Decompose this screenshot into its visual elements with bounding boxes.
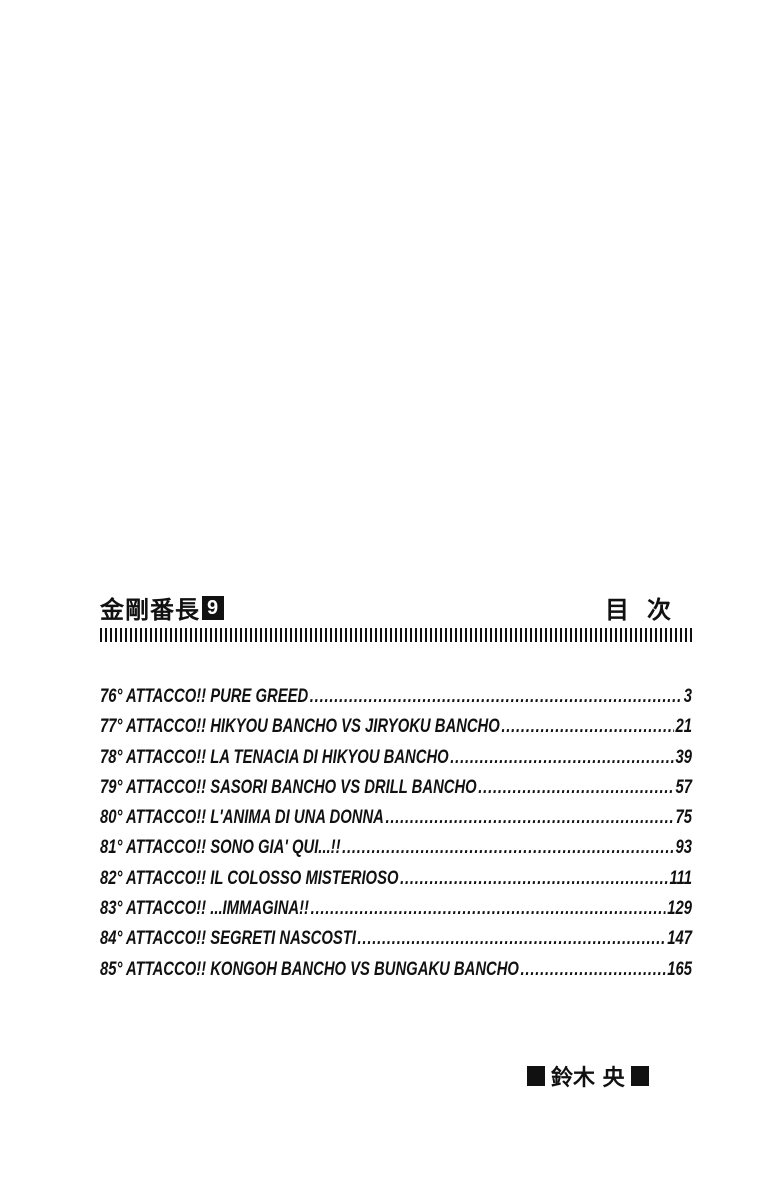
dot-leader	[521, 959, 666, 981]
series-title-text: 金剛番長	[100, 596, 200, 624]
toc-entry: 79° ATTACCO!! SASORI BANCHO VS DRILL BAN…	[100, 777, 692, 807]
toc-entry: 78° ATTACCO!! LA TENACIA DI HIKYOU BANCH…	[100, 747, 692, 777]
entry-page: 57	[675, 776, 693, 798]
entry-title: 78° ATTACCO!! LA TENACIA DI HIKYOU BANCH…	[100, 746, 449, 768]
dot-leader	[478, 777, 674, 799]
entry-page: 39	[675, 746, 693, 768]
dot-leader	[385, 807, 674, 829]
dot-leader	[310, 686, 682, 708]
toc-list: 76° ATTACCO!! PURE GREED 3 77° ATTACCO!! H…	[100, 686, 692, 989]
dot-leader	[450, 747, 674, 769]
entry-page: 147	[667, 928, 693, 950]
toc-entry: 76° ATTACCO!! PURE GREED 3	[100, 686, 692, 716]
dot-leader	[342, 837, 674, 859]
square-bullet-icon	[630, 1066, 649, 1086]
decorative-divider	[100, 628, 692, 642]
entry-page: 3	[683, 686, 693, 707]
dot-leader	[501, 716, 674, 738]
toc-entry: 83° ATTACCO!! ...IMMAGINA!! 129	[100, 898, 692, 928]
entry-title: 82° ATTACCO!! IL COLOSSO MISTERIOSO	[100, 867, 399, 889]
toc-entry: 84° ATTACCO!! SEGRETI NASCOSTI 147	[100, 928, 692, 958]
entry-title: 79° ATTACCO!! SASORI BANCHO VS DRILL BAN…	[100, 776, 477, 798]
square-bullet-icon	[527, 1066, 545, 1086]
dot-leader	[400, 868, 668, 890]
entry-title: 85° ATTACCO!! KONGOH BANCHO VS BUNGAKU B…	[100, 958, 519, 980]
entry-title: 81° ATTACCO!! SONO GIA' QUI...!!	[100, 837, 341, 859]
series-title: 金剛番長 9	[100, 590, 224, 625]
toc-entry: 81° ATTACCO!! SONO GIA' QUI...!! 93	[100, 837, 692, 867]
dot-leader	[358, 928, 666, 950]
toc-label: 目次	[605, 596, 689, 624]
author: 鈴木 央	[527, 1060, 649, 1092]
toc-entry: 80° ATTACCO!! L'ANIMA DI UNA DONNA 75	[100, 807, 692, 837]
toc-entry: 77° ATTACCO!! HIKYOU BANCHO VS JIRYOKU B…	[100, 716, 692, 746]
entry-title: 84° ATTACCO!! SEGRETI NASCOSTI	[100, 928, 356, 950]
author-name: 鈴木 央	[551, 1066, 625, 1091]
entry-page: 129	[667, 898, 693, 920]
entry-page: 93	[675, 837, 693, 859]
entry-title: 83° ATTACCO!! ...IMMAGINA!!	[100, 898, 310, 920]
entry-page: 21	[675, 716, 693, 738]
entry-page: 111	[669, 867, 693, 889]
dot-leader	[311, 898, 666, 920]
volume-badge: 9	[202, 595, 224, 620]
entry-title: 77° ATTACCO!! HIKYOU BANCHO VS JIRYOKU B…	[100, 716, 500, 738]
entry-page: 75	[675, 807, 693, 829]
toc-entry: 85° ATTACCO!! KONGOH BANCHO VS BUNGAKU B…	[100, 959, 692, 989]
entry-title: 80° ATTACCO!! L'ANIMA DI UNA DONNA	[100, 807, 384, 829]
toc-entry: 82° ATTACCO!! IL COLOSSO MISTERIOSO 111	[100, 868, 692, 898]
entry-page: 165	[667, 958, 693, 980]
entry-title: 76° ATTACCO!! PURE GREED	[100, 686, 309, 707]
